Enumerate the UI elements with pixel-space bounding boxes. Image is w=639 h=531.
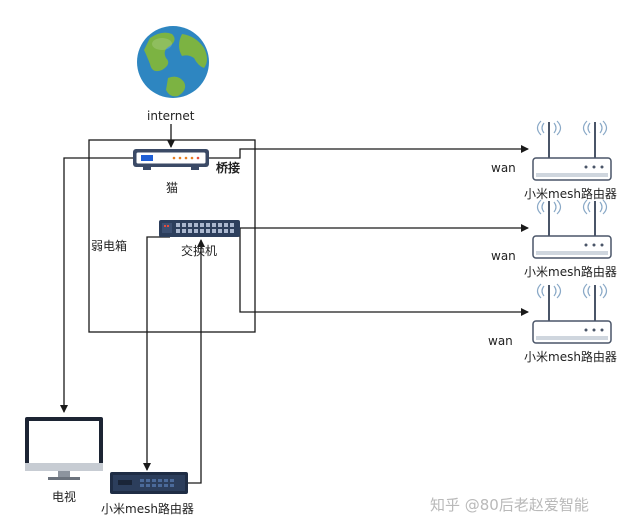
wan-label-2: wan	[491, 249, 516, 263]
router-bottom-icon	[110, 472, 188, 494]
globe-icon	[137, 26, 209, 98]
connections	[60, 124, 529, 484]
switch-icon	[159, 220, 240, 237]
mesh-router-3-icon	[532, 283, 612, 344]
line-router-bottom-switch	[188, 239, 205, 484]
wan-label-3: wan	[488, 334, 513, 348]
tv-label: 电视	[52, 490, 77, 504]
modem-icon	[133, 149, 209, 170]
mesh-router-1-icon	[532, 120, 612, 181]
mesh-router-2-label: 小米mesh路由器	[524, 265, 617, 279]
line-switch-router-bottom	[143, 236, 170, 471]
line-modem-tv	[60, 157, 133, 413]
mesh-router-3-label: 小米mesh路由器	[524, 350, 617, 364]
watermark: 知乎 @80后老赵爱智能	[430, 496, 589, 514]
switch-label: 交换机	[181, 244, 218, 258]
mesh-router-2-icon	[532, 199, 612, 259]
tv-icon	[25, 417, 103, 480]
mesh-router-1-label: 小米mesh路由器	[524, 187, 617, 201]
line-switch-router-3	[239, 228, 529, 316]
wan-label-1: wan	[491, 161, 516, 175]
modem-label: 猫	[166, 181, 179, 195]
router-bottom-label: 小米mesh路由器	[101, 502, 194, 516]
line-modem-router-1	[209, 145, 529, 159]
internet-label: internet	[147, 109, 195, 123]
bridge-label: 桥接	[216, 161, 241, 175]
weak-box-label: 弱电箱	[91, 239, 128, 253]
